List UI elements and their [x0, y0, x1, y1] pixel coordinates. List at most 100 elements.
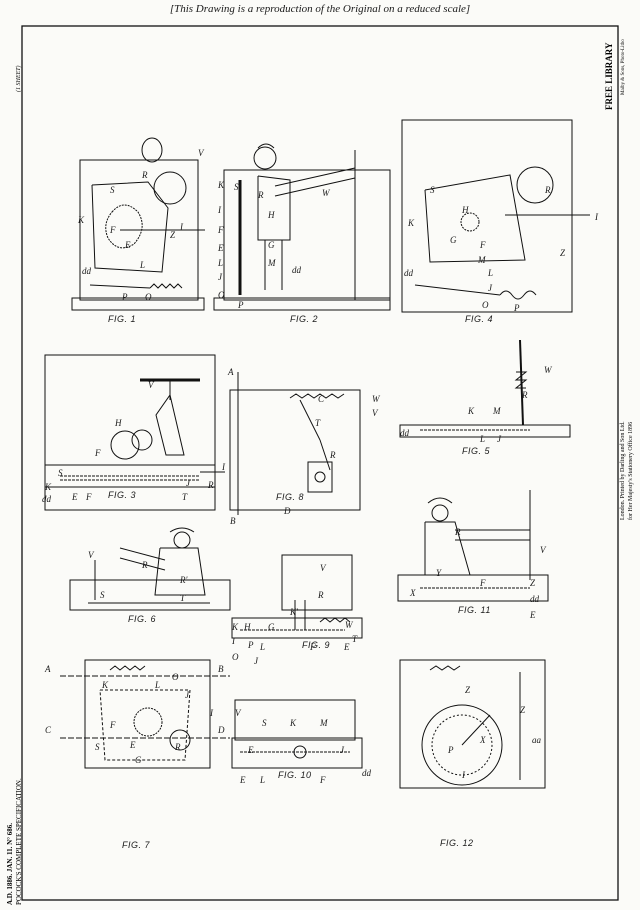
fig6-label: FIG. 6 — [128, 614, 157, 624]
right-stamp: FREE LIBRARY — [604, 42, 614, 110]
fig7-ref-letter: K — [102, 680, 109, 690]
fig3-ref-letter: S — [58, 468, 63, 478]
fig10-ref-letter: J — [340, 745, 344, 755]
fig10-ref-letter: L — [260, 775, 266, 785]
fig6-ref-letter: T — [180, 593, 186, 603]
fig4-ref-letter: K — [408, 218, 415, 228]
fig5-ref-letter: R — [522, 390, 528, 400]
fig5-drawing — [399, 339, 571, 438]
fig5-ref-letter: J — [497, 434, 501, 444]
fig12-ref-letter: Z — [465, 685, 471, 695]
fig1-ref-letter: K — [78, 215, 85, 225]
fig9-ref-letter: W — [345, 620, 353, 630]
fig9-ref-letter: V — [320, 563, 326, 573]
fig1-ref-letter: I — [180, 222, 183, 232]
fig2-ref-letter: M — [268, 258, 276, 268]
fig1-label: FIG. 1 — [108, 314, 137, 324]
fig8-label: FIG. 8 — [276, 492, 305, 502]
fig3-ref-letter: V — [148, 380, 154, 390]
fig2-ref-letter: L — [218, 258, 224, 268]
fig7-ref-letter: A — [45, 664, 51, 674]
fig7-drawing — [60, 659, 230, 769]
fig6-ref-letter: S — [100, 590, 105, 600]
fig5-ref-letter: W — [544, 365, 552, 375]
fig12-ref-letter: aa — [532, 735, 541, 745]
fig7-ref-letter: B — [218, 664, 224, 674]
fig11-ref-letter: F — [480, 578, 486, 588]
fig3-ref-letter: K — [45, 482, 52, 492]
fig2-ref-letter: F — [218, 225, 224, 235]
fig2-ref-letter: I — [218, 205, 221, 215]
fig9-ref-letter: G — [268, 622, 275, 632]
fig4-drawing — [401, 119, 590, 313]
fig9-ref-letter: I — [232, 636, 235, 646]
fig12-label: FIG. 12 — [440, 838, 474, 848]
fig7-ref-letter: G — [135, 755, 142, 765]
fig1-ref-letter: E — [125, 240, 131, 250]
fig8-ref-letter: A — [228, 367, 234, 377]
fig5-ref-letter: M — [493, 406, 501, 416]
fig9-ref-letter: H — [244, 622, 251, 632]
fig7-ref-letter: E — [130, 740, 136, 750]
fig11-ref-letter: Z — [530, 578, 536, 588]
right-small-text: Malby & Sons, Photo-Litho — [621, 39, 626, 95]
fig4-label: FIG. 4 — [465, 314, 494, 324]
fig8-ref-letter: T — [315, 418, 321, 428]
fig4-ref-letter: O — [482, 300, 489, 310]
fig3-ref-letter: E — [72, 492, 78, 502]
fig11-ref-letter: V — [540, 545, 546, 555]
fig5-ref-letter: K — [468, 406, 475, 416]
fig7-ref-letter: S — [95, 742, 100, 752]
reproduction-note: [This Drawing is a reproduction of the O… — [169, 3, 471, 15]
fig1-ref-letter: dd — [82, 266, 91, 276]
fig6-drawing — [69, 527, 231, 611]
fig3-ref-letter: T — [182, 492, 188, 502]
fig2-ref-letter: S — [234, 182, 239, 192]
fig4-ref-letter: R — [545, 185, 551, 195]
fig4-ref-letter: H — [462, 205, 469, 215]
fig2-ref-letter: K — [218, 180, 225, 190]
fig11-ref-letter: E — [530, 610, 536, 620]
fig9-label: FIG. 9 — [302, 640, 331, 650]
fig3-label: FIG. 3 — [108, 490, 137, 500]
fig3-ref-letter: R — [208, 480, 214, 490]
fig2-ref-letter: P — [238, 300, 244, 310]
fig10-ref-letter: S — [262, 718, 267, 728]
fig12-drawing — [399, 659, 546, 789]
fig10-ref-letter: F — [320, 775, 326, 785]
fig10-ref-letter: K — [290, 718, 297, 728]
fig4-ref-letter: M — [478, 255, 486, 265]
fig8-ref-letter: B — [230, 516, 236, 526]
fig9-ref-letter: E — [344, 642, 350, 652]
fig8-ref-letter: V — [372, 408, 378, 418]
fig3-ref-letter: I — [222, 462, 225, 472]
right-printer-line2: for Her Majesty's Stationery Office 1896 — [627, 422, 634, 520]
right-printer-line1: London. Printed by Darling and Son Ltd. — [620, 421, 626, 520]
fig7-ref-letter: J — [185, 690, 189, 700]
fig2-ref-letter: O — [218, 290, 225, 300]
fig9-drawing — [231, 554, 363, 639]
fig11-ref-letter: X — [410, 588, 416, 598]
fig10-ref-letter: E — [248, 745, 254, 755]
fig1-ref-letter: R — [142, 170, 148, 180]
fig4-ref-letter: Z — [560, 248, 566, 258]
fig3-ref-letter: F — [86, 492, 92, 502]
sheet-label: (1 SHEET) — [15, 66, 22, 93]
fig4-ref-letter: I — [595, 212, 598, 222]
fig10-ref-letter: V — [235, 708, 241, 718]
fig12-ref-letter: I — [462, 770, 465, 780]
fig4-ref-letter: S — [430, 185, 435, 195]
fig7-label: FIG. 7 — [122, 840, 151, 850]
fig2-ref-letter: R — [258, 190, 264, 200]
fig11-ref-letter: R — [455, 527, 461, 537]
fig9-ref-letter: O — [232, 652, 239, 662]
fig2-ref-letter: E — [218, 243, 224, 253]
fig2-ref-letter: H — [268, 210, 275, 220]
fig11-label: FIG. 11 — [458, 605, 491, 615]
fig1-ref-letter: V — [198, 148, 204, 158]
fig2-label: FIG. 2 — [290, 314, 319, 324]
fig9-ref-letter: L — [260, 642, 266, 652]
fig7-ref-letter: F — [110, 720, 116, 730]
fig6-ref-letter: V — [88, 550, 94, 560]
